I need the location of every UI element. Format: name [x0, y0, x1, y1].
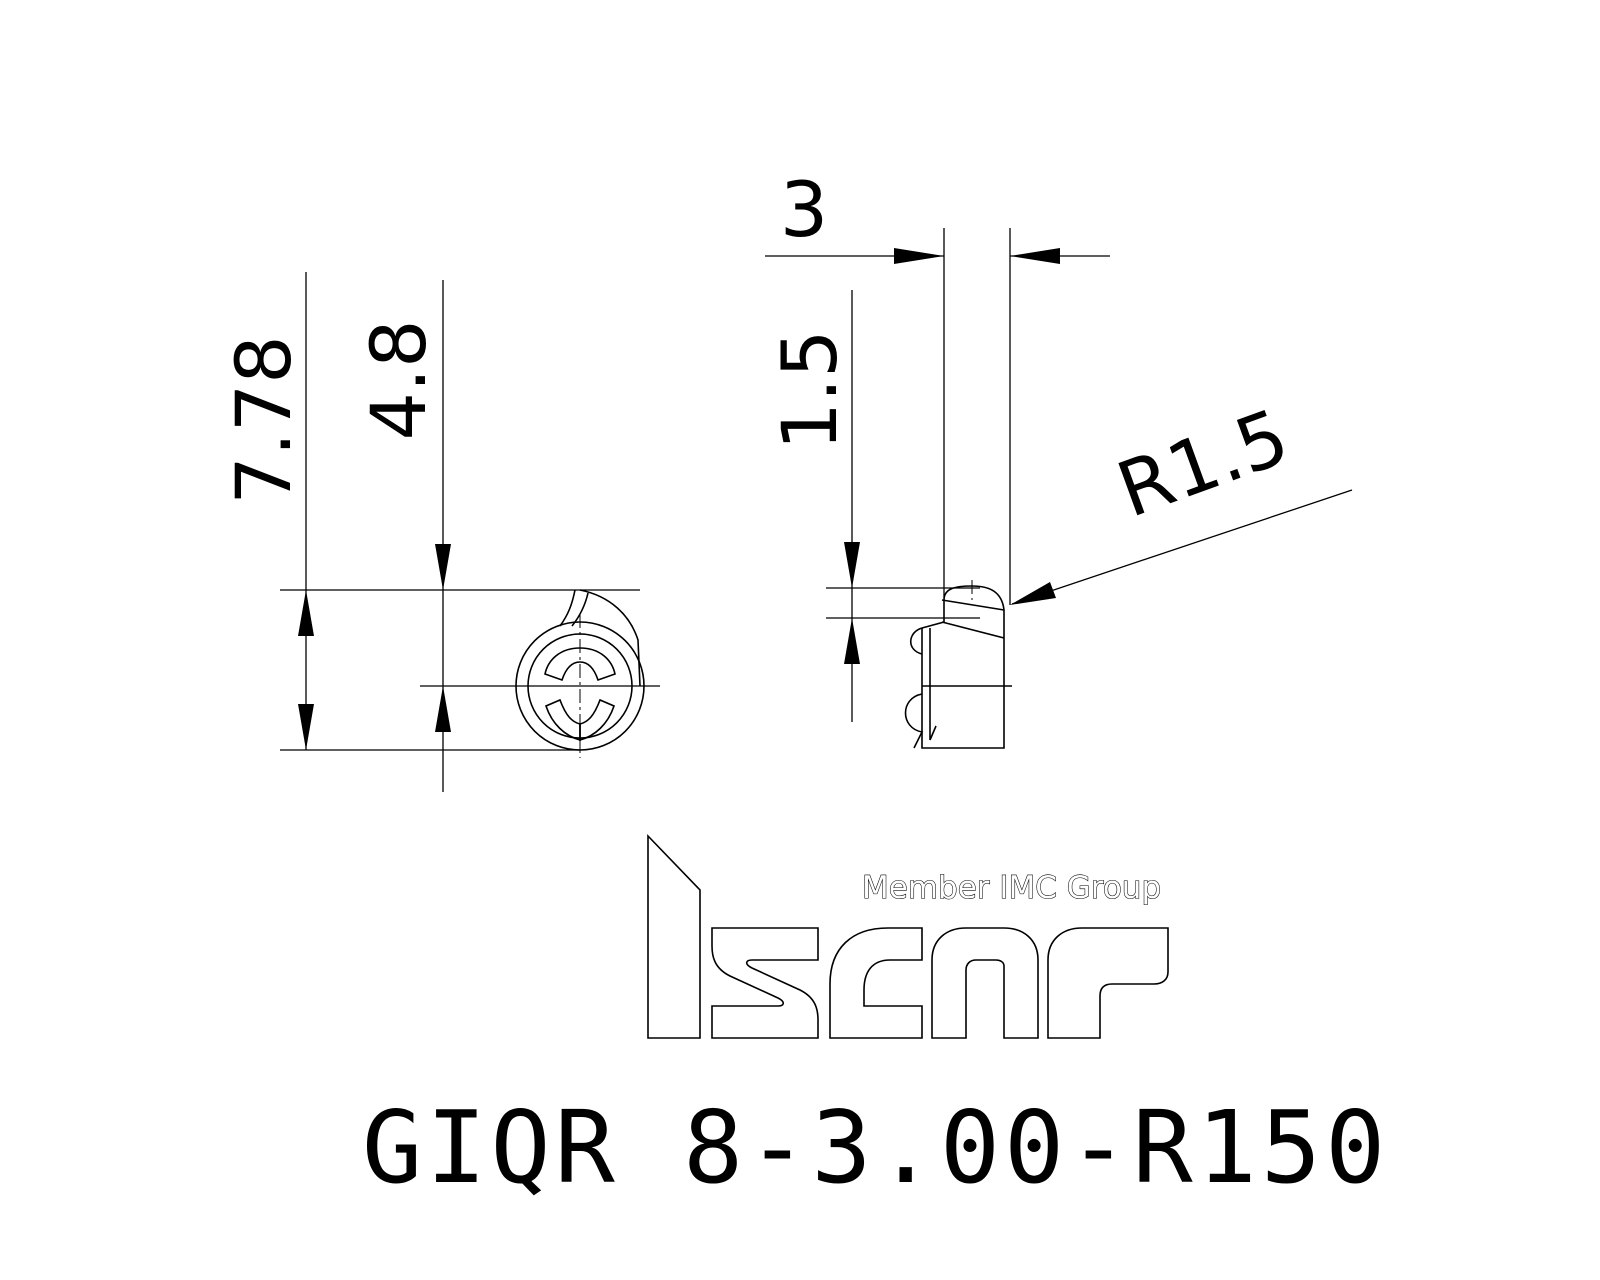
dim-width: 3 [780, 165, 828, 254]
dim-center-height: 4.8 [354, 320, 443, 441]
side-view: 3 1.5 R1.5 [765, 165, 1353, 749]
iscar-logo: Member IMC Group [647, 834, 1169, 1039]
dim-corner-radius: R1.5 [1106, 392, 1300, 535]
logo-tagline: Member IMC Group [862, 870, 1161, 906]
part-number: GIQR 8-3.00-R150 [362, 1089, 1389, 1206]
front-view: 7.78 4.8 [219, 272, 660, 792]
dim-overall-height: 7.78 [219, 335, 308, 504]
dim-corner-height: 1.5 [765, 330, 854, 451]
